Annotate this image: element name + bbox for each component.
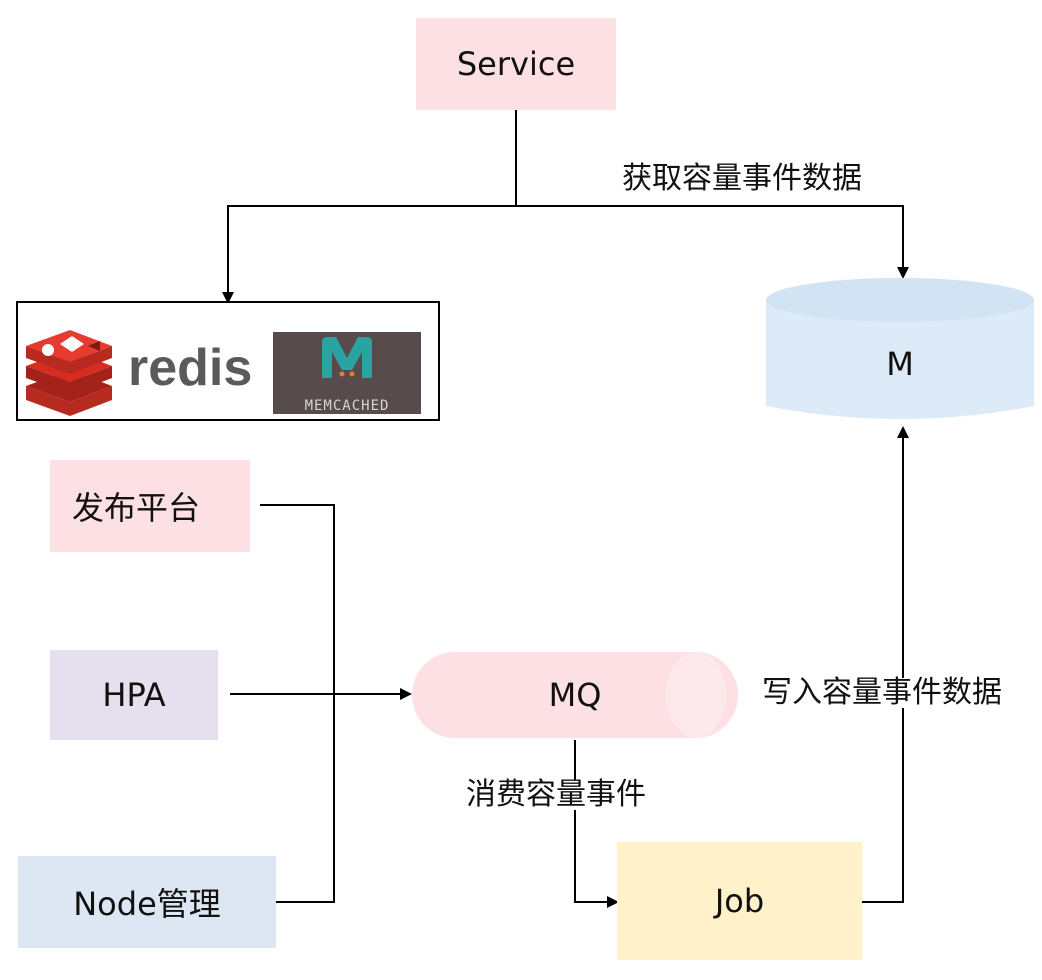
node-management-node: Node管理 xyxy=(18,856,276,948)
publish-platform-node: 发布平台 xyxy=(50,460,250,552)
store-m-label: M xyxy=(886,345,914,383)
publish-to-mq-line xyxy=(260,504,335,694)
redis-wordmark: redis xyxy=(128,339,252,397)
fetch-capacity-events-label: 获取容量事件数据 xyxy=(622,161,862,196)
node-management-label: Node管理 xyxy=(73,885,221,923)
redis-logo-icon xyxy=(26,330,112,416)
memcached-logo-icon xyxy=(273,332,421,414)
service-label: Service xyxy=(456,45,576,83)
mq-label: MQ xyxy=(548,676,602,714)
service-to-m-arrow xyxy=(516,205,909,279)
publish-platform-label: 发布平台 xyxy=(72,489,201,527)
mq-to-job-arrow xyxy=(574,740,619,908)
job-node: Job xyxy=(617,842,862,960)
hpa-node: HPA xyxy=(50,650,218,740)
mq-cylinder xyxy=(412,652,738,738)
service-node: Service xyxy=(416,18,616,110)
service-to-cache-arrow xyxy=(222,205,516,304)
hpa-label: HPA xyxy=(102,676,166,714)
job-to-m-arrow xyxy=(862,426,909,903)
store-m-cylinder xyxy=(766,278,1034,419)
write-capacity-events-label: 写入容量事件数据 xyxy=(762,675,1002,710)
memcached-wordmark: MEMCACHED xyxy=(305,398,390,414)
consume-capacity-events-label: 消费容量事件 xyxy=(466,777,646,812)
node-mgmt-to-mq-line xyxy=(276,694,335,903)
job-label: Job xyxy=(714,882,765,920)
